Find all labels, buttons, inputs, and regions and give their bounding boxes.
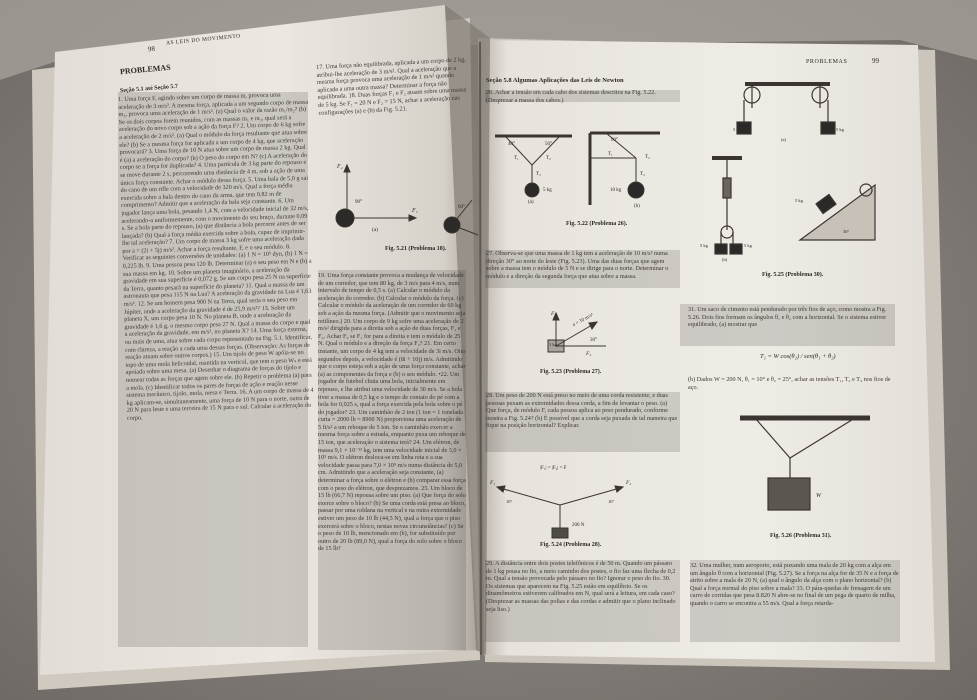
fig522-t2: T₂ (546, 156, 551, 161)
fig522-label-b: (b) (634, 204, 640, 209)
problems-29-30: 29. A distância entre dois postes telefô… (486, 560, 676, 613)
fig522-t1: T₁ (514, 156, 519, 161)
fig523-f2-label: F₂ (586, 351, 592, 357)
fig523-f-label: F₁ (551, 311, 557, 317)
fig525-caption: Fig. 5.25 (Problema 30). (762, 272, 824, 278)
fig523-mass: 1 kg (549, 342, 557, 347)
text-shading (118, 90, 900, 650)
left-page (40, 5, 478, 675)
fig522-mass-5kg: 5 kg (543, 188, 552, 193)
fig525-mass-b1: 5 kg (700, 243, 708, 248)
fig521-angle-60: 60° (458, 205, 465, 210)
left-column-1-problems: 1. Uma força F, agindo sobre um corpo de… (118, 91, 323, 648)
right-column-2-problem-31: 31. Um saco de cimento está pendurado po… (688, 306, 898, 340)
fig521-caption: Fig. 5.21 (Problema 18). (385, 246, 447, 252)
fig522-b-t2: T₂ (645, 155, 650, 160)
fig525-mass-a1: 5 kg (733, 127, 741, 132)
fig524-angle-left: 10° (506, 499, 513, 504)
problem-28: 28. Um peso de 200 N está preso no meio … (486, 392, 678, 430)
fig524-angle-right: 10° (608, 499, 615, 504)
fig522-b-t3: T₃ (640, 172, 645, 177)
fig522-caption: Fig. 5.22 (Problema 26). (566, 221, 628, 227)
right-column-1-problem-28: 28. Um peso de 200 N está preso no meio … (486, 392, 678, 454)
fig522-angle-60: 60° (611, 138, 618, 143)
right-page-number: 99 (872, 57, 879, 65)
fig525-label-a: (a) (781, 137, 786, 142)
fig521-angle-90: 90° (355, 200, 362, 205)
fig523-angle: 30° (590, 338, 597, 343)
fig522-mass-10kg: 10 kg (610, 188, 622, 193)
right-column-1-problem-26: 26. Achar a tensão em cada cabo dos sist… (486, 89, 678, 107)
fig522-label-a: (a) (528, 200, 534, 205)
problems-17-18: 17. Uma força não equilibrada, aplicada … (316, 56, 467, 117)
fig525-mass-b2: 5 kg (744, 243, 752, 248)
problems-1-16: 1. Uma força F, agindo sobre um corpo de… (118, 91, 314, 422)
fig522-b-t1: T₁ (608, 152, 613, 157)
figure-5-21 (335, 163, 479, 236)
fig525-angle: 30° (843, 229, 850, 234)
problems-19-25: 19. Uma força constante provoca a mudanç… (318, 272, 466, 553)
right-column-1-problem-27: 27. Observa-se que uma massa de 1 kg tem… (486, 250, 678, 290)
figure-5-24 (495, 485, 625, 539)
right-column-2-problem-31-b: (b) Dados W = 200 N, θ₁ = 10° e θ₂ = 25°… (688, 376, 898, 394)
figure-5-22 (495, 131, 660, 205)
fig524-caption: Fig. 5.24 (Problema 28). (540, 542, 602, 548)
problems-32-33: 32. Uma mulher, num aeroporto, está puxa… (690, 562, 899, 607)
figure-5-23 (547, 311, 606, 353)
fig524-equation: |F₁| = |F₂| = F (540, 466, 567, 471)
fig521-label-a: (a) (372, 227, 379, 233)
left-page-number: 98 (147, 44, 156, 54)
fig522-angle-50: 50° (545, 142, 552, 147)
fig526-weight: W (816, 493, 821, 499)
figure-5-25 (712, 82, 876, 255)
fig525-mass-a2: 5 kg (836, 127, 844, 132)
fig524-f2: F₂ (626, 480, 632, 486)
fig521-label-f1: F₁ (412, 208, 418, 214)
problem-31-formula: T₁ = W cos(θ₂) / sen(θ₁ + θ₂) (760, 353, 836, 360)
problem-26: 26. Achar a tensão em cada cabo dos sist… (486, 89, 656, 104)
left-column-2-bottom: 19. Uma força constante provoca a mudanç… (318, 272, 466, 650)
right-section-heading: Seção 5.8 Algumas Aplicações das Leis de… (486, 77, 624, 84)
right-column-1-problems-29-30: 29. A distância entre dois postes telefô… (486, 560, 678, 644)
fig522-angle-40: 40° (508, 142, 515, 147)
fig524-f1: F₁ (490, 480, 496, 486)
figure-5-26 (740, 415, 870, 511)
fig521-label-f2: F₂ (337, 164, 343, 170)
fig525-label-b: (b) (722, 257, 728, 262)
fig524-weight: 200 N (572, 523, 585, 528)
left-column-2-top: 17. Uma força não equilibrada, aplicada … (316, 56, 470, 144)
fig525-mass-c: 5 kg (795, 198, 803, 203)
right-page (480, 40, 935, 662)
right-page-header-title: PROBLEMAS (806, 59, 848, 65)
problem-27: 27. Observa-se que uma massa de 1 kg tem… (486, 250, 669, 280)
problem-31: 31. Um saco de cimento está pendurado po… (688, 306, 887, 329)
fig522-t3: T₃ (536, 172, 541, 177)
fig523-caption: Fig. 5.23 (Problema 27). (540, 369, 602, 375)
fig526-caption: Fig. 5.26 (Problema 31). (770, 533, 832, 539)
problem-31-part-b: (b) Dados W = 200 N, θ₁ = 10° e θ₂ = 25°… (688, 376, 891, 391)
right-column-2-problems-32-33: 32. Uma mulher, num aeroporto, está puxa… (690, 562, 900, 644)
